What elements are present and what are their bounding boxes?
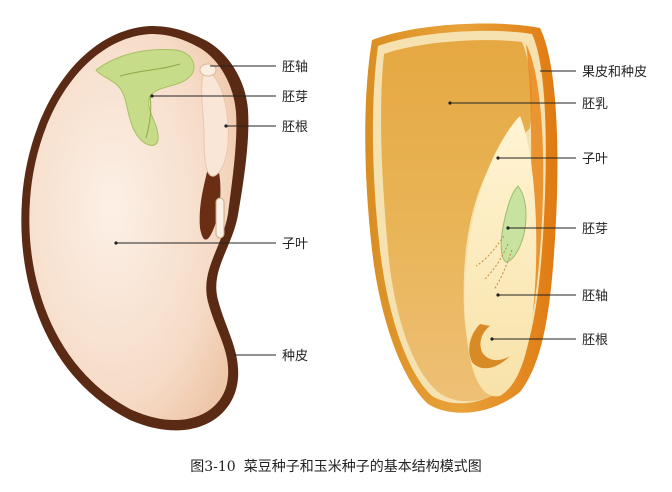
corn-label-plumule: 胚芽 bbox=[582, 222, 608, 237]
corn-endosperm bbox=[381, 40, 532, 402]
bean-label-hypocotyl: 胚轴 bbox=[282, 60, 308, 75]
figure-number: 图3-10 bbox=[190, 459, 236, 475]
corn-seed bbox=[365, 23, 558, 413]
corn-label-pericarp-seed-coat: 果皮和种皮 bbox=[582, 65, 647, 80]
bean-seed bbox=[21, 26, 249, 431]
corn-label-radicle: 胚根 bbox=[582, 333, 608, 348]
figure-caption-text: 菜豆种子和玉米种子的基本结构模式图 bbox=[243, 459, 482, 475]
figure-caption: 图3-10 菜豆种子和玉米种子的基本结构模式图 bbox=[0, 456, 672, 476]
bean-cotyledon bbox=[29, 34, 237, 421]
corn-label-endosperm: 胚乳 bbox=[582, 97, 608, 112]
corn-label-cotyledon: 子叶 bbox=[582, 152, 608, 167]
corn-label-hypocotyl: 胚轴 bbox=[582, 289, 608, 304]
bean-label-seed-coat: 种皮 bbox=[282, 349, 308, 364]
corn-radicle bbox=[469, 324, 510, 369]
corn-leader-lines bbox=[450, 70, 576, 340]
corn-plumule bbox=[500, 185, 527, 263]
bean-label-radicle: 胚根 bbox=[282, 120, 308, 135]
bean-leader-lines bbox=[116, 65, 276, 356]
bean-radicle bbox=[201, 69, 229, 177]
bean-label-plumule: 胚芽 bbox=[282, 90, 308, 105]
bean-label-cotyledon: 子叶 bbox=[282, 237, 308, 252]
